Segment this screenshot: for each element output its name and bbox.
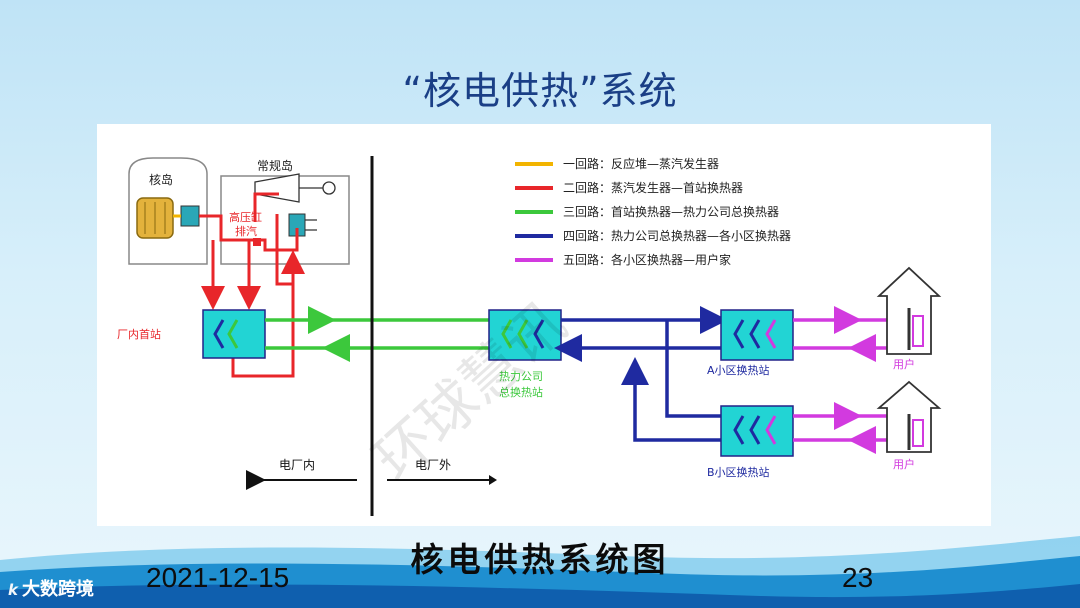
outside-plant-label: 电厂外	[415, 458, 451, 472]
legend-entry: 三回路：首站换热器—热力公司总换热器	[563, 204, 779, 219]
legend-entry: 五回路：各小区换热器—用户家	[563, 252, 731, 267]
station-a-label: A小区换热站	[707, 363, 770, 377]
nuclear-island: 核岛	[128, 157, 208, 265]
user-a-label: 用户	[893, 357, 915, 371]
user-b-house-icon: 用户	[876, 380, 942, 471]
plant-station-label: 厂内首站	[117, 327, 161, 341]
station-a: A小区换热站	[707, 309, 794, 377]
heat-company-label-2: 总换热站	[499, 385, 543, 399]
conventional-island-label: 常规岛	[257, 158, 293, 173]
station-b: B小区换热站	[707, 405, 794, 479]
tertiary-loop	[265, 306, 489, 362]
nuclear-island-label: 核岛	[149, 172, 173, 187]
footer-date: 2021-12-15	[146, 562, 290, 593]
brand-name: 大数跨境	[21, 579, 94, 600]
station-b-label: B小区换热站	[707, 465, 770, 479]
legend-entry: 二回路：蒸汽发生器—首站换热器	[563, 180, 743, 195]
legend-entry: 一回路：反应堆—蒸汽发生器	[563, 156, 719, 171]
boundary-arrows: 电厂内 电厂外	[246, 458, 497, 490]
diagram-panel: 核岛 常规岛 高压缸 排汽	[97, 124, 991, 526]
slide-title: “核电供热”系统	[402, 69, 678, 113]
user-a-house-icon: 用户	[876, 266, 942, 371]
legend: 一回路：反应堆—蒸汽发生器二回路：蒸汽发生器—首站换热器三回路：首站换热器—热力…	[515, 156, 791, 267]
user-b-label: 用户	[893, 457, 915, 471]
hp-exhaust-label-2: 排汽	[235, 224, 257, 238]
generator-icon	[322, 181, 336, 195]
diagram-caption: 核电供热系统图	[410, 540, 670, 579]
heating-system-diagram: 核岛 常规岛 高压缸 排汽	[117, 156, 942, 516]
fifth-loop	[793, 306, 907, 454]
heat-company-label-1: 热力公司	[499, 370, 543, 383]
page-number: 23	[842, 562, 874, 593]
legend-entry: 四回路：热力公司总换热器—各小区换热器	[563, 228, 791, 243]
plant-heat-station: 厂内首站	[117, 309, 266, 359]
inside-plant-label: 电厂内	[279, 458, 315, 472]
brand-mark: k	[8, 581, 18, 599]
secondary-loop	[199, 192, 305, 378]
heat-company-station: 热力公司 总换热站	[488, 309, 562, 399]
quaternary-loop	[554, 306, 728, 442]
